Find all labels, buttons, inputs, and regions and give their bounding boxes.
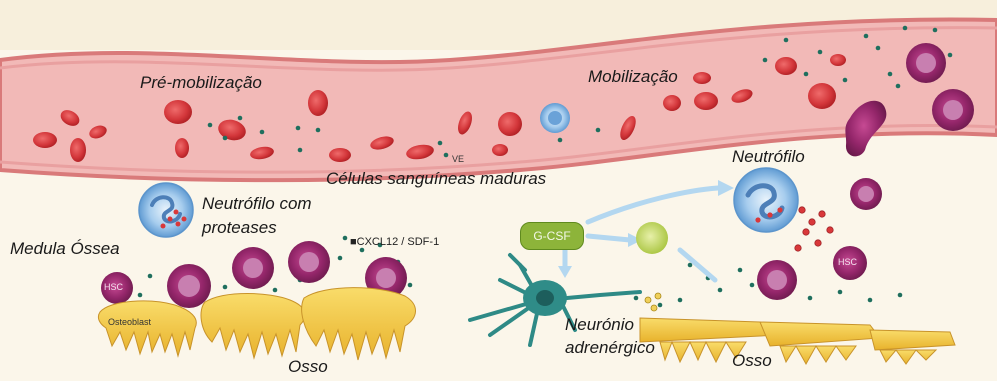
neutrophil-with-proteases-cell — [139, 183, 193, 237]
neutrophil-with-proteases-label-1: Neutrófilo com — [202, 195, 312, 214]
bone-marrow-label: Medula Óssea — [10, 240, 120, 259]
adrenergic-neuron-body — [523, 280, 567, 316]
vessel-neutrophil-cell — [540, 103, 570, 133]
adrenergic-neuron-label-2: adrenérgico — [565, 339, 655, 358]
cxcl12-label: ■CXCL12 / SDF-1 — [350, 236, 439, 248]
gcsf-badge: G-CSF — [520, 222, 584, 250]
hsc-left-label: HSC — [104, 283, 123, 293]
neutrophil-with-proteases-label-2: proteases — [202, 219, 277, 238]
mobilization-label: Mobilização — [588, 68, 678, 87]
vessel-small-mark: VE — [452, 155, 464, 165]
bone-left-label: Osso — [288, 358, 328, 377]
mature-blood-cells-label: Células sanguíneas maduras — [326, 170, 546, 189]
osteoblast-label: Osteoblast — [108, 318, 151, 328]
right-neutrophil-cell — [734, 168, 798, 232]
adrenergic-neuron-label-1: Neurónio — [565, 316, 634, 335]
green-intermediate-cell — [636, 222, 668, 254]
hsc-right-label: HSC — [838, 258, 857, 268]
cxcl12-text: CXCL12 / SDF-1 — [357, 236, 440, 248]
neutrophil-label: Neutrófilo — [732, 148, 805, 167]
bone-right-label: Osso — [732, 352, 772, 371]
pre-mobilization-label: Pré-mobilização — [140, 74, 262, 93]
